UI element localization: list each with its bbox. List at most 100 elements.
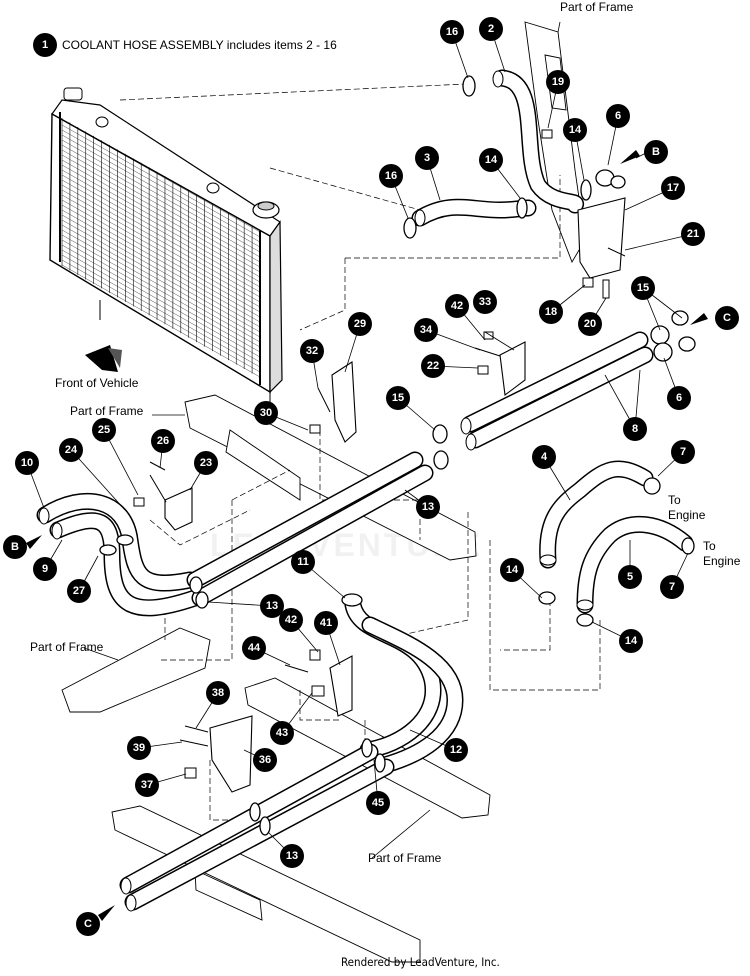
- frame-middle: [184, 394, 477, 561]
- callout-34: 34: [414, 318, 438, 342]
- svg-text:12: 12: [450, 744, 462, 756]
- svg-text:1: 1: [42, 39, 48, 51]
- callout-16b: 16: [379, 164, 403, 188]
- svg-text:25: 25: [98, 424, 110, 436]
- callout-24: 24: [59, 438, 83, 462]
- callout-39: 39: [127, 736, 151, 760]
- svg-text:19: 19: [552, 76, 564, 88]
- callout-44: 44: [242, 636, 266, 660]
- svg-text:16: 16: [446, 26, 458, 38]
- svg-text:38: 38: [212, 687, 224, 699]
- svg-text:13: 13: [286, 850, 298, 862]
- brackets: [164, 197, 626, 793]
- svg-text:14: 14: [506, 564, 519, 576]
- callout-14d: 14: [619, 629, 643, 653]
- callout-8: 8: [623, 417, 647, 441]
- callout-42a: 42: [445, 294, 469, 318]
- clamps: [99, 75, 696, 836]
- svg-text:C: C: [84, 918, 92, 930]
- callout-33: 33: [473, 290, 497, 314]
- frame-lower-left: [61, 627, 211, 713]
- callout-11: 11: [291, 550, 315, 574]
- connector-b-top: B: [644, 140, 668, 164]
- callout-13b: 13: [260, 594, 284, 618]
- radiator: [49, 87, 283, 410]
- svg-text:26: 26: [157, 435, 169, 447]
- callout-2: 2: [479, 17, 503, 41]
- callout-42b: 42: [279, 608, 303, 632]
- callout-30: 30: [254, 401, 278, 425]
- label-front-of-vehicle: Front of Vehicle: [55, 376, 139, 390]
- svg-text:B: B: [11, 541, 19, 553]
- svg-text:2: 2: [488, 23, 494, 35]
- credit-text: Rendered by LeadVenture, Inc.: [341, 955, 500, 969]
- svg-text:33: 33: [479, 296, 491, 308]
- svg-text:10: 10: [21, 457, 33, 469]
- svg-text:24: 24: [65, 444, 78, 456]
- callout-14c: 14: [500, 558, 524, 582]
- arrows: [26, 150, 708, 921]
- svg-text:7: 7: [680, 446, 686, 458]
- callout-38: 38: [206, 681, 230, 705]
- hoses: [36, 69, 694, 911]
- callout-18: 18: [539, 300, 563, 324]
- svg-text:45: 45: [372, 797, 384, 809]
- callout-21: 21: [681, 222, 705, 246]
- svg-text:36: 36: [259, 754, 271, 766]
- connector-b-left: B: [3, 535, 27, 559]
- label-part-of-frame-bottom: Part of Frame: [368, 851, 442, 865]
- svg-text:15: 15: [637, 282, 649, 294]
- svg-text:42: 42: [451, 300, 463, 312]
- callout-36: 36: [253, 748, 277, 772]
- svg-text:17: 17: [667, 182, 679, 194]
- callout-7a: 7: [671, 440, 695, 464]
- svg-text:14: 14: [485, 154, 498, 166]
- callout-13c: 13: [280, 844, 304, 868]
- svg-text:21: 21: [687, 228, 699, 240]
- svg-text:14: 14: [625, 635, 638, 647]
- callout-10: 10: [15, 451, 39, 475]
- callout-4: 4: [532, 445, 556, 469]
- connector-c-right: C: [715, 306, 739, 330]
- callout-25: 25: [92, 418, 116, 442]
- svg-text:22: 22: [427, 360, 439, 372]
- callout-15b: 15: [386, 386, 410, 410]
- callout-12: 12: [444, 738, 468, 762]
- svg-text:41: 41: [320, 617, 332, 629]
- fasteners: [133, 129, 626, 779]
- callout-15a: 15: [631, 276, 655, 300]
- label-part-of-frame-left-upper: Part of Frame: [70, 404, 144, 418]
- callout-1: 1: [33, 33, 57, 57]
- callout-7b: 7: [660, 575, 684, 599]
- callout-5: 5: [618, 565, 642, 589]
- svg-text:8: 8: [632, 423, 638, 435]
- svg-text:27: 27: [73, 585, 85, 597]
- callout-14b: 14: [479, 148, 503, 172]
- callout-20: 20: [578, 312, 602, 336]
- svg-text:9: 9: [42, 563, 48, 575]
- callout-37: 37: [135, 773, 159, 797]
- svg-text:14: 14: [569, 124, 582, 136]
- callout-27: 27: [67, 579, 91, 603]
- callout-14a: 14: [563, 118, 587, 142]
- svg-text:16: 16: [385, 170, 397, 182]
- assembly-note: COOLANT HOSE ASSEMBLY includes items 2 -…: [62, 38, 337, 52]
- callout-26: 26: [151, 429, 175, 453]
- svg-text:42: 42: [285, 614, 297, 626]
- svg-text:20: 20: [584, 318, 596, 330]
- svg-text:4: 4: [541, 451, 548, 463]
- svg-text:15: 15: [392, 392, 404, 404]
- callout-16a: 16: [440, 20, 464, 44]
- callout-13a: 13: [416, 495, 440, 519]
- svg-text:37: 37: [141, 779, 153, 791]
- svg-text:30: 30: [260, 407, 272, 419]
- svg-text:44: 44: [248, 642, 261, 654]
- label-part-of-frame-left-lower: Part of Frame: [30, 640, 104, 654]
- svg-text:18: 18: [545, 306, 557, 318]
- svg-text:6: 6: [615, 110, 621, 122]
- svg-text:39: 39: [133, 742, 145, 754]
